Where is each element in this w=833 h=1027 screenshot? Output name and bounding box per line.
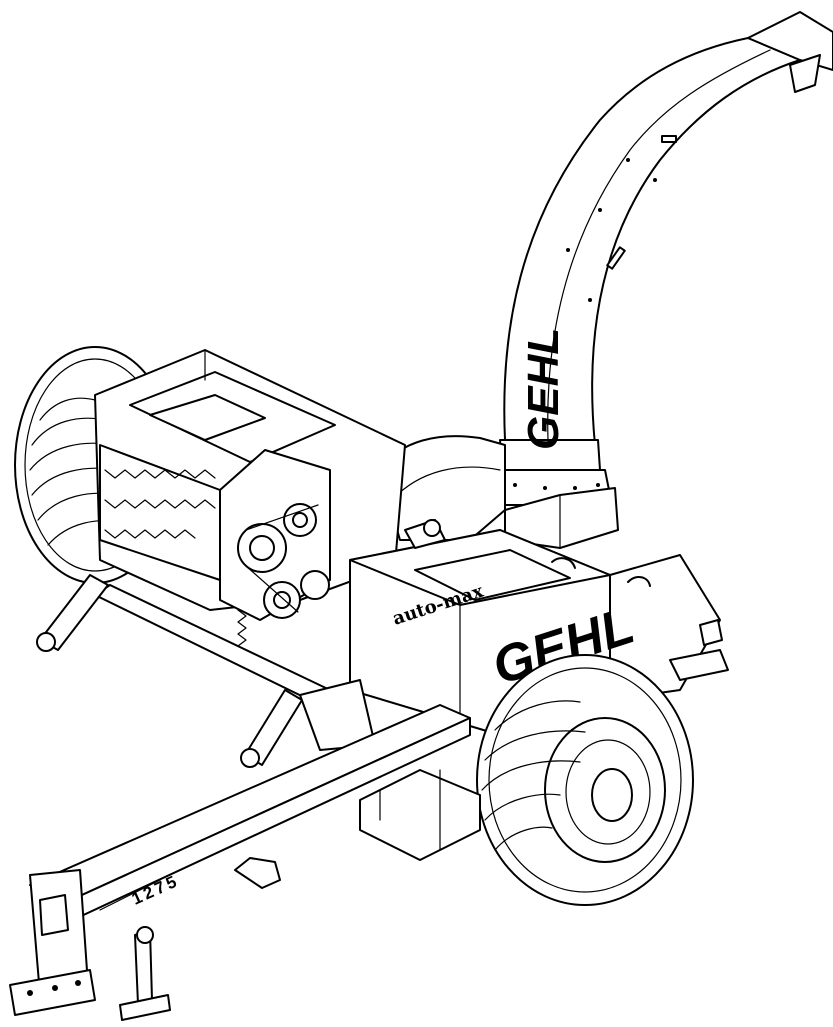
right-frame-rail bbox=[669, 619, 729, 681]
axle-and-arms bbox=[36, 574, 376, 768]
main-body bbox=[349, 519, 721, 736]
discharge-spout bbox=[489, 11, 833, 549]
header-housing bbox=[94, 349, 406, 659]
spout-brand-text: GEHL bbox=[519, 328, 568, 450]
right-wheel bbox=[476, 654, 694, 906]
tongue-hitch bbox=[9, 704, 481, 1021]
